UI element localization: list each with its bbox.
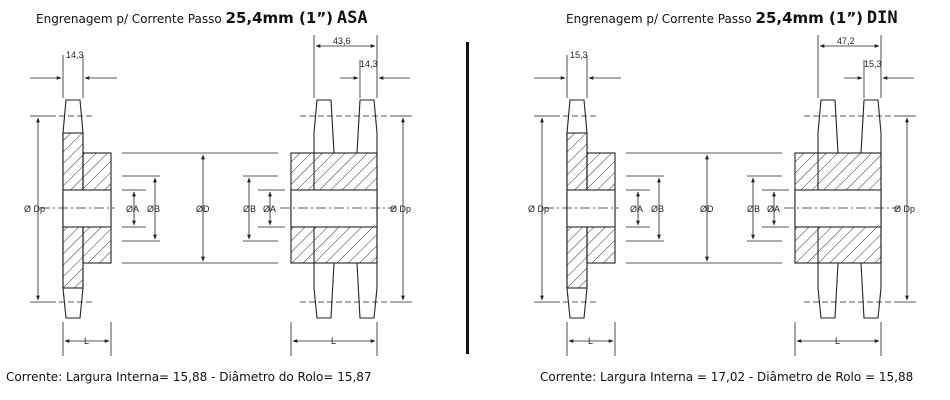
double-sprocket (280, 99, 395, 319)
total-width-label: 47,2 (837, 36, 855, 46)
pitch-diameter-label: Ø Dp (894, 204, 915, 214)
double-sprocket (784, 99, 899, 319)
title-standard: ASA (336, 8, 368, 28)
bore-a-label: ØA (630, 204, 643, 214)
tooth-width-label: 14,3 (360, 59, 378, 69)
hub-b-label: ØB (747, 204, 760, 214)
title-standard: DIN (866, 8, 898, 28)
dimension-labels: 14,3 43,6 14,3 Ø Dp Ø Dp ØA ØB ØD ØB ØA … (24, 36, 411, 346)
drawing-asa: 14,3 43,6 14,3 Ø Dp Ø Dp ØA ØB ØD ØB ØA … (24, 35, 412, 356)
length-label: L (84, 336, 89, 346)
bore-a-label: ØA (767, 204, 780, 214)
title-size: 25,4mm (1”) (755, 9, 864, 27)
pitch-diameter-label: Ø Dp (390, 204, 411, 214)
title-din: Engrenagem p/ Corrente Passo 25,4mm (1”)… (566, 8, 898, 28)
title-size: 25,4mm (1”) (225, 9, 334, 27)
caption-asa: Corrente: Largura Interna= 15,88 - Diâme… (6, 370, 372, 384)
caption-din: Corrente: Largura Interna = 17,02 - Diâm… (540, 370, 914, 384)
pitch-diameter-label: Ø Dp (24, 204, 45, 214)
dimension-labels: 15,3 47,2 15,3 Ø Dp Ø Dp ØA ØB ØD ØB ØA … (528, 36, 915, 346)
length-label: L (331, 336, 336, 346)
hub-b-label: ØB (651, 204, 664, 214)
bore-a-label: ØA (126, 204, 139, 214)
title-prefix: Engrenagem p/ Corrente Passo (566, 12, 752, 26)
hub-width-label: 15,3 (570, 50, 588, 60)
title-asa: Engrenagem p/ Corrente Passo 25,4mm (1”)… (36, 8, 368, 28)
tooth-width-label: 15,3 (864, 59, 882, 69)
single-sprocket (544, 99, 619, 319)
hub-d-label: ØD (700, 204, 714, 214)
hub-d-label: ØD (196, 204, 210, 214)
bore-a-label: ØA (263, 204, 276, 214)
single-sprocket (40, 99, 115, 319)
total-width-label: 43,6 (333, 36, 351, 46)
drawing-din: 15,3 47,2 15,3 Ø Dp Ø Dp ØA ØB ØD ØB ØA … (528, 35, 916, 356)
divider-line (466, 42, 469, 354)
hub-width-label: 14,3 (66, 50, 84, 60)
title-prefix: Engrenagem p/ Corrente Passo (36, 12, 222, 26)
pitch-diameter-label: Ø Dp (528, 204, 549, 214)
length-label: L (835, 336, 840, 346)
hub-b-label: ØB (147, 204, 160, 214)
hub-b-label: ØB (243, 204, 256, 214)
length-label: L (588, 336, 593, 346)
